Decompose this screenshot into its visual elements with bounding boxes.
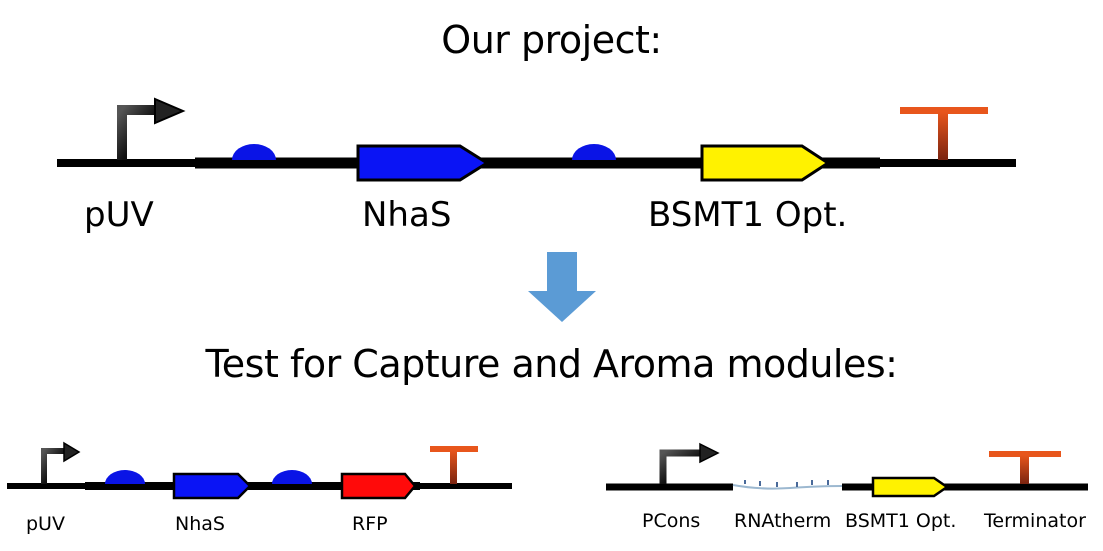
promoter-icon xyxy=(659,442,720,484)
label-promoter: pUV xyxy=(84,195,154,235)
label-cds-bsmt1: BSMT1 Opt. xyxy=(648,195,847,235)
promoter-icon xyxy=(41,441,81,484)
construct-capture-test: pUV NhaS RFP xyxy=(7,441,512,535)
cds-bsmt1-icon xyxy=(700,144,831,182)
label-rna-thermometer: RNAtherm xyxy=(734,510,831,532)
rna-thermometer-icon xyxy=(732,480,843,490)
label-promoter: PCons xyxy=(642,510,700,532)
label-promoter: pUV xyxy=(26,513,65,535)
promoter-icon xyxy=(117,97,186,160)
label-cds-nhas: NhaS xyxy=(175,513,225,535)
rbs-icon xyxy=(105,470,145,484)
terminator-icon xyxy=(900,107,988,160)
label-cds-nhas: NhaS xyxy=(362,195,451,235)
terminator-icon xyxy=(430,446,478,484)
construct-project: pUV NhaS BSMT1 Opt. xyxy=(57,97,1016,235)
arrow-down-icon xyxy=(528,252,596,322)
title-test-modules: Test for Capture and Aroma modules: xyxy=(205,342,898,386)
label-cds-bsmt1: BSMT1 Opt. xyxy=(845,510,956,532)
rbs-icon xyxy=(272,470,312,484)
cds-nhas-icon xyxy=(172,472,252,500)
title-our-project: Our project: xyxy=(441,18,662,62)
cds-bsmt1-icon xyxy=(871,476,950,498)
cds-nhas-icon xyxy=(356,144,490,182)
rbs-icon xyxy=(572,144,616,160)
rbs-icon xyxy=(232,144,276,160)
construct-aroma-test: PCons RNAtherm BSMT1 Opt. Terminator xyxy=(606,442,1088,532)
cds-rfp-icon xyxy=(340,472,417,500)
label-terminator: Terminator xyxy=(983,510,1086,532)
label-cds-rfp: RFP xyxy=(352,513,388,535)
terminator-icon xyxy=(989,451,1061,484)
